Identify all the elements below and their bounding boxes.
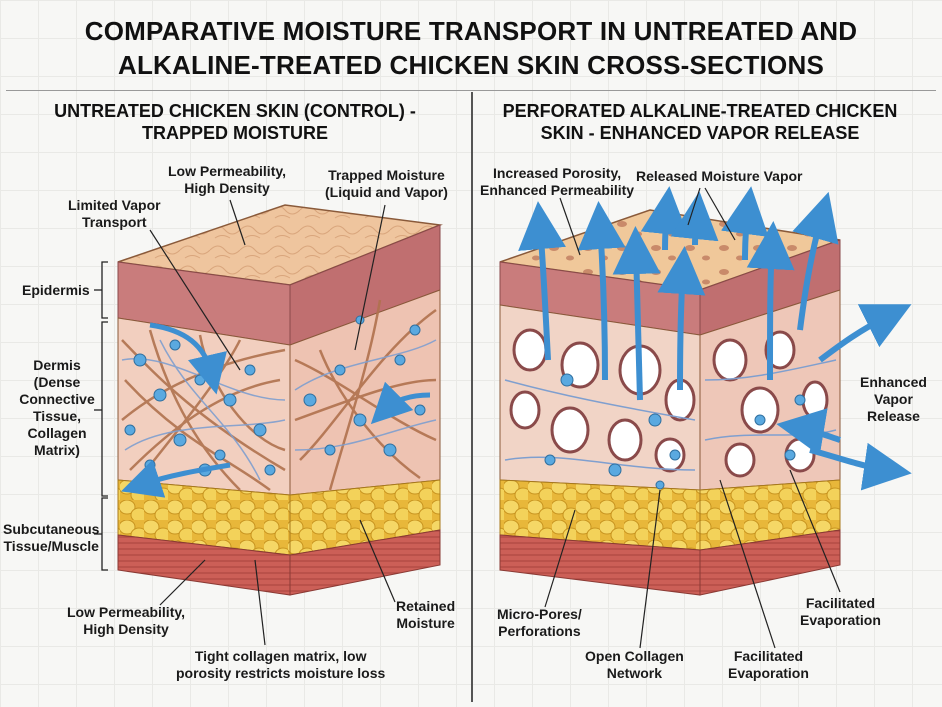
label-dermis-line1: Dermis <box>33 357 81 373</box>
label-facil-mid-line2: Evaporation <box>728 665 809 681</box>
label-micro-pores: Micro-Pores/ Perforations <box>497 606 582 640</box>
label-subcutaneous: Subcutaneous Tissue/Muscle <box>3 521 99 555</box>
label-low-permeability-top: Low Permeability, High Density <box>168 163 286 197</box>
label-subq-line2: Tissue/Muscle <box>3 538 99 554</box>
label-facil-mid-line1: Facilitated <box>733 648 804 664</box>
label-enhanced-vapor-release: Enhanced Vapor Release <box>860 374 927 425</box>
label-dermis-line6: Matrix) <box>34 442 80 458</box>
label-dermis-line2: (Dense <box>33 374 81 390</box>
label-trapped-line1: Trapped Moisture <box>328 167 445 183</box>
left-inflow-arrow-top <box>149 322 227 395</box>
right-muscle-side <box>699 529 841 596</box>
label-open-line1: Open Collagen <box>585 648 684 664</box>
label-limited-line1: Limited Vapor <box>68 197 161 213</box>
left-inflow-arrow-bottom <box>121 459 231 498</box>
title-line-2: ALKALINE-TREATED CHICKEN SKIN CROSS-SECT… <box>117 50 824 80</box>
label-retained-line1: Retained <box>396 598 456 614</box>
label-tight-collagen: Tight collagen matrix, low porosity rest… <box>176 648 385 682</box>
label-subq-line1: Subcutaneous <box>3 521 100 537</box>
left-heading-line-1: UNTREATED CHICKEN SKIN (CONTROL) - <box>54 101 416 121</box>
label-dermis-line5: Collagen <box>27 425 87 441</box>
label-facilitated-evaporation-middle: Facilitated Evaporation <box>728 648 809 682</box>
label-micropores-line2: Perforations <box>498 623 581 639</box>
label-porosity-line1: Increased Porosity, <box>492 165 622 181</box>
label-enhanced-line1: Enhanced <box>860 374 927 390</box>
right-panel-heading: PERFORATED ALKALINE-TREATED CHICKEN SKIN… <box>490 100 910 144</box>
right-moisture-droplets <box>544 373 806 490</box>
panel-divider <box>471 92 473 702</box>
label-porosity-line2: Enhanced Permeability <box>480 182 635 198</box>
title-line-1: COMPARATIVE MOISTURE TRANSPORT IN UNTREA… <box>84 16 858 46</box>
label-low-perm-top-line2: High Density <box>184 180 270 196</box>
label-retained-moisture: Retained Moisture <box>396 598 455 632</box>
label-increased-porosity: Increased Porosity, Enhanced Permeabilit… <box>480 165 634 199</box>
label-released-moisture-vapor: Released Moisture Vapor <box>636 168 803 184</box>
right-leader-lines <box>544 187 841 649</box>
label-micropores-line1: Micro-Pores/ <box>497 606 582 622</box>
label-limited-line2: Transport <box>82 214 147 230</box>
left-inflow-arrow-right <box>370 381 431 425</box>
label-enhanced-line3: Release <box>866 408 920 424</box>
label-facilitated-evaporation-right: Facilitated Evaporation <box>800 595 881 629</box>
label-dermis-line3: Connective <box>19 391 95 407</box>
right-vapor-arrows <box>518 186 912 491</box>
label-enhanced-line2: Vapor <box>874 391 913 407</box>
label-trapped-moisture: Trapped Moisture (Liquid and Vapor) <box>325 167 448 201</box>
right-heading-line-1: PERFORATED ALKALINE-TREATED CHICKEN <box>502 101 898 121</box>
label-dermis-line4: Tissue, <box>33 408 81 424</box>
left-leader-lines <box>149 199 396 646</box>
left-muscle-side <box>289 529 441 596</box>
header-divider <box>6 90 936 91</box>
label-epidermis: Epidermis <box>22 282 90 298</box>
label-dermis: Dermis (Dense Connective Tissue, Collage… <box>18 357 96 459</box>
label-limited-vapor-transport: Limited Vapor Transport <box>68 197 161 231</box>
label-low-perm-top-line1: Low Permeability, <box>168 163 286 179</box>
label-low-perm-bot-line1: Low Permeability, <box>67 604 185 620</box>
label-facil-right-line1: Facilitated <box>805 595 876 611</box>
label-low-permeability-bottom: Low Permeability, High Density <box>67 604 185 638</box>
label-tight-line2: porosity restricts moisture loss <box>176 665 386 681</box>
left-tissue-block <box>94 199 443 646</box>
label-open-collagen-network: Open Collagen Network <box>585 648 684 682</box>
right-tissue-block <box>499 186 912 649</box>
right-heading-line-2: SKIN - ENHANCED VAPOR RELEASE <box>540 123 860 143</box>
label-tight-line1: Tight collagen matrix, low <box>194 648 367 664</box>
page-title: COMPARATIVE MOISTURE TRANSPORT IN UNTREA… <box>0 14 942 82</box>
left-panel-heading: UNTREATED CHICKEN SKIN (CONTROL) - TRAPP… <box>30 100 440 144</box>
left-heading-line-2: TRAPPED MOISTURE <box>141 123 328 143</box>
label-trapped-line2: (Liquid and Vapor) <box>325 184 448 200</box>
label-retained-line2: Moisture <box>396 615 455 631</box>
label-facil-right-line2: Evaporation <box>800 612 881 628</box>
left-layer-brackets <box>94 261 108 571</box>
label-open-line2: Network <box>606 665 663 681</box>
label-low-perm-bot-line2: High Density <box>83 621 169 637</box>
left-moisture-droplets <box>124 315 426 477</box>
